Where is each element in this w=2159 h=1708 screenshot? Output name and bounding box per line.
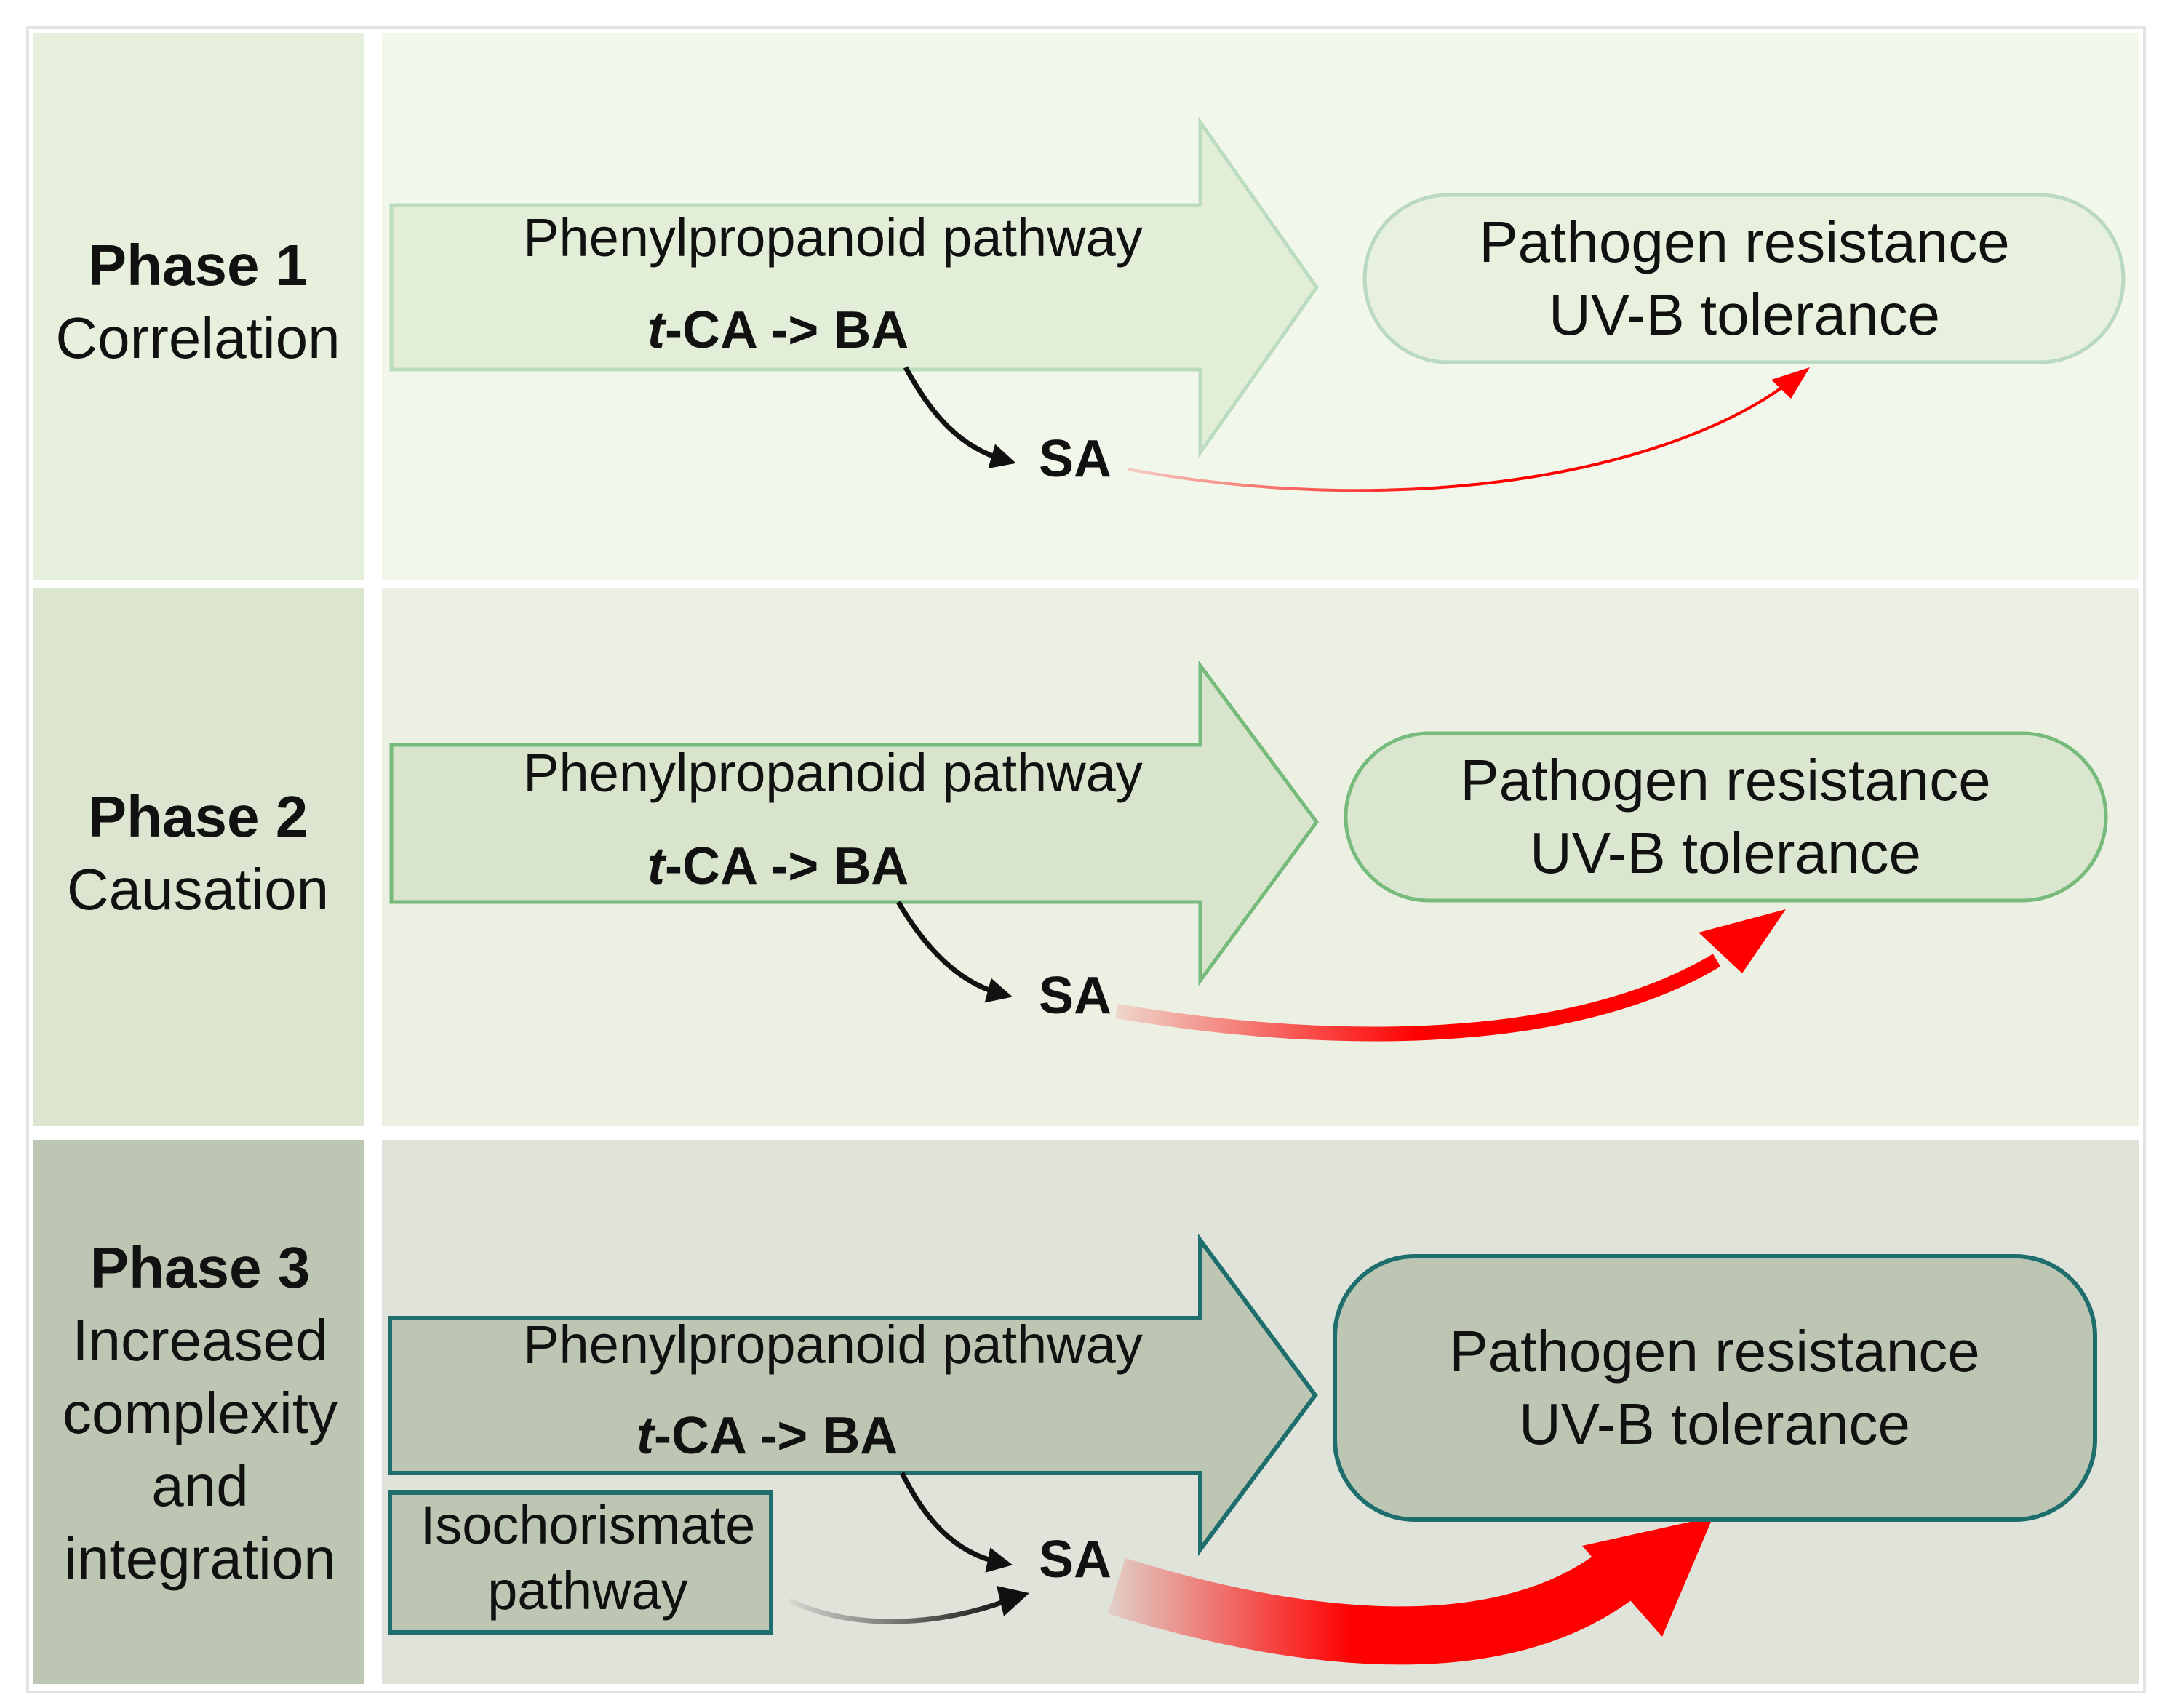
phase-3-pathway-label: Phenylpropanoid pathway <box>523 1314 1143 1375</box>
phase-3-outcome-box <box>1333 1254 2097 1522</box>
phase-2-effect-arrowhead <box>1699 909 1786 973</box>
phase-3-isochorismate-arrowhead <box>997 1586 1029 1616</box>
phase-1-title: Phase 1 <box>88 233 308 298</box>
phase-3-subtitle-line: Increased <box>72 1308 327 1373</box>
phase-2-row: Phase 2 Causation Phenylpropanoid pathwa… <box>33 588 2139 1126</box>
phase-1-subtitle-line: Correlation <box>55 306 340 370</box>
phase-1-conversion-label: t-CA -> BA <box>647 301 909 359</box>
phase-1-row: Phase 1 Correlation Phenylpropanoid path… <box>33 33 2139 580</box>
phase-3-title: Phase 3 <box>90 1235 310 1300</box>
phase-1-pathway-arrow <box>389 116 1320 458</box>
phase-1-ba-to-sa-arrow <box>903 366 1016 469</box>
phase-2-pathway-arrow <box>389 660 1320 986</box>
phase-2-outcome-box <box>1344 731 2108 903</box>
phase-3-extra-pathway-line: pathway <box>487 1560 688 1621</box>
page-border <box>26 26 2146 1693</box>
phase-3-isochorismate-to-sa-arrow <box>788 1597 1009 1624</box>
phase-1-outcome-box <box>1362 193 2126 364</box>
phase-1-product-label: SA <box>1039 430 1112 488</box>
phase-3-subtitle-line: and <box>151 1453 248 1518</box>
phase-1-effect-arrowhead <box>1771 367 1810 399</box>
phase-2-title: Phase 2 <box>88 784 308 849</box>
phase-2-effect-arrow <box>1115 954 1721 1042</box>
phase-1-effect-arrow <box>1127 380 1791 492</box>
phase-3-outcome-line: UV-B tolerance <box>1519 1392 1910 1456</box>
phase-2-pathway-label: Phenylpropanoid pathway <box>523 743 1143 803</box>
phase-3-pathway-arrow <box>388 1233 1318 1557</box>
phase-2-outcome-line: Pathogen resistance <box>1460 748 1990 813</box>
phase-3-ba-to-sa-arrow <box>899 1472 1013 1573</box>
phase-2-ba-to-sa-arrow <box>895 901 1013 1003</box>
phase-2-conversion-label: t-CA -> BA <box>647 837 909 895</box>
phase-1-pathway-label: Phenylpropanoid pathway <box>523 207 1143 268</box>
phase-3-outcome-line: Pathogen resistance <box>1449 1319 1979 1384</box>
phase-3-subtitle-line: integration <box>64 1526 336 1591</box>
phase-2-outcome-line: UV-B tolerance <box>1530 821 1921 885</box>
phase-2-product-label: SA <box>1039 967 1112 1025</box>
phase-2-subtitle-line: Causation <box>67 857 329 922</box>
phase-3-product-label: SA <box>1039 1531 1112 1589</box>
phase-3-side-panel <box>33 1140 364 1684</box>
phase-3-conversion-label: t-CA -> BA <box>636 1407 898 1465</box>
phase-2-side-panel <box>33 588 364 1126</box>
phase-1-side-panel <box>33 33 364 580</box>
phase-3-effect-arrow <box>1108 1544 1645 1665</box>
phase-1-outcome-line: UV-B tolerance <box>1549 282 1940 347</box>
phase-3-extra-pathway-box <box>388 1490 773 1635</box>
phase-3-extra-pathway-line: Isochorismate <box>420 1495 756 1555</box>
phase-3-row: Phase 3 Increased complexity and integra… <box>33 1140 2139 1684</box>
phase-3-subtitle-line: complexity <box>63 1381 338 1445</box>
phase-3-effect-arrowhead <box>1582 1517 1713 1637</box>
phase-1-outcome-line: Pathogen resistance <box>1479 209 2009 274</box>
